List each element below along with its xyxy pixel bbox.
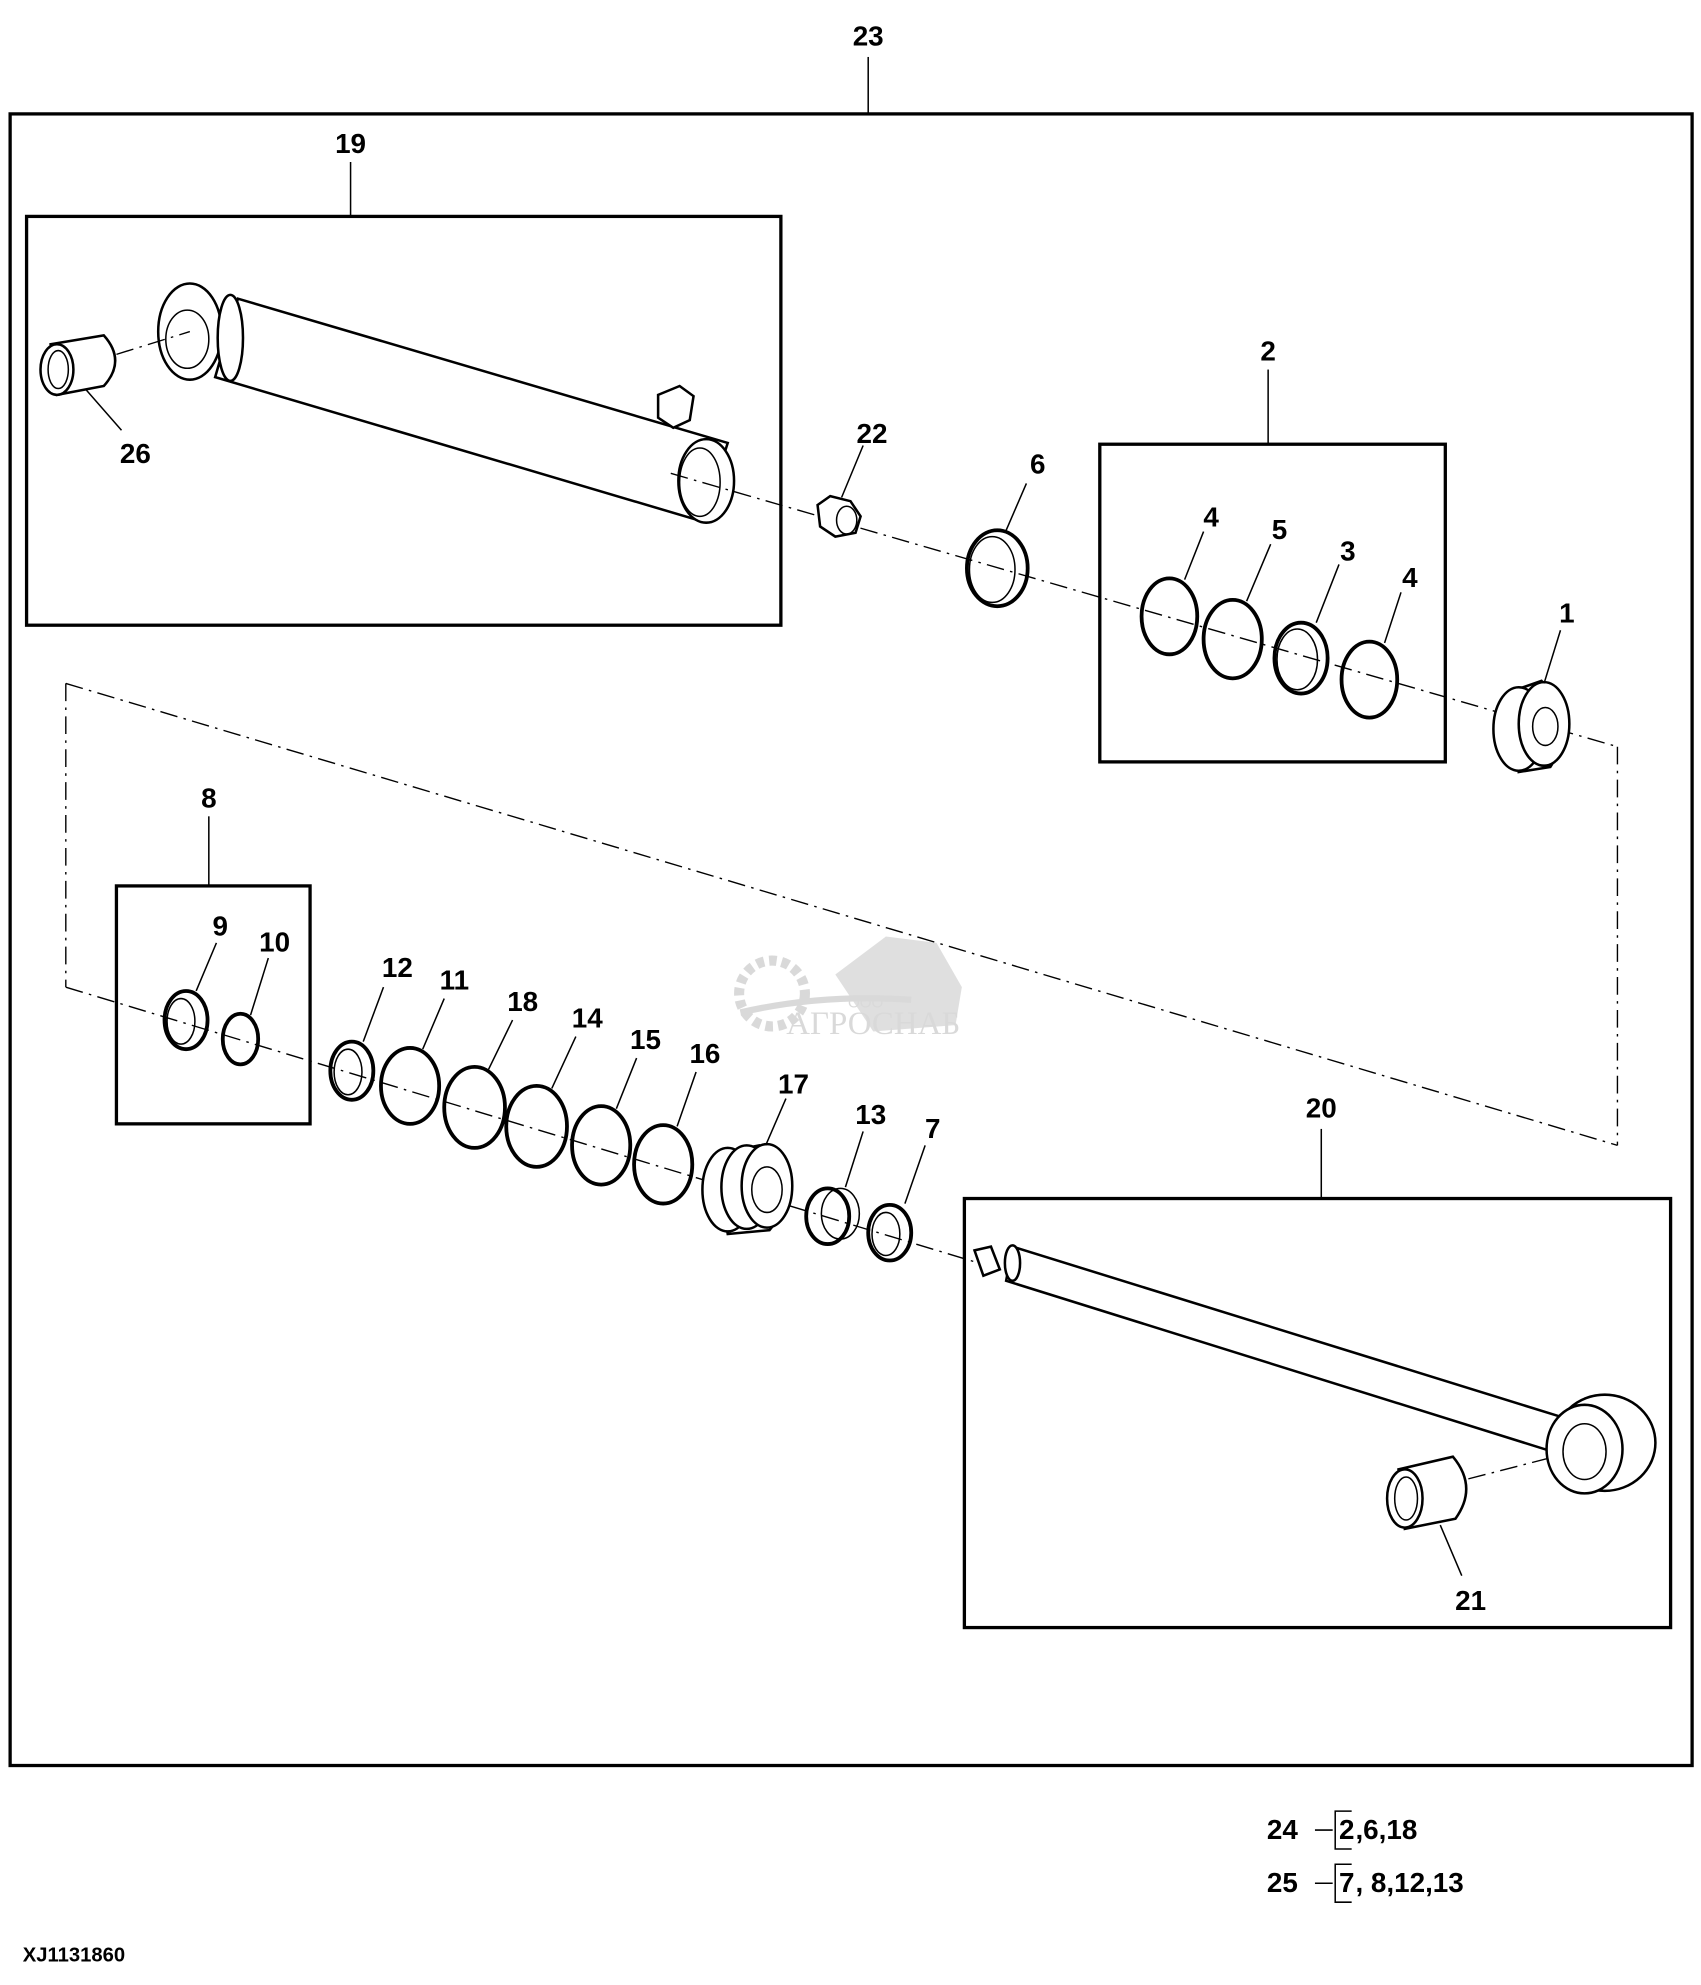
callout-9: 9 [212,910,227,941]
kit-label-25: 25 [1267,1867,1298,1898]
leader-4b [1383,592,1402,644]
group-20-box [962,1196,1673,1630]
callout-2: 2 [1260,336,1275,367]
kit-boxed-24: 2 [1339,1814,1354,1845]
ring-11 [379,1046,442,1126]
assembly-frame [8,112,1694,1768]
callout-11: 11 [440,965,469,996]
callout-19: 19 [335,128,366,159]
ring-15 [570,1104,633,1187]
nut-22 [816,494,862,538]
leader-22 [840,445,864,498]
grease-fitting [656,384,695,430]
gear-icon [734,955,810,1032]
kit-legend-24: 24 2 ,6,18 [1267,1810,1417,1850]
callout-3: 3 [1340,536,1355,567]
leader-4a [1183,531,1205,580]
svg-text:ООО: ООО [848,994,884,1011]
axis-line-eye [116,330,191,356]
group-2-box [1098,442,1447,764]
leader-9 [195,942,218,992]
watermark: ООО АГРОСНАБ [734,936,962,1042]
gland-1 [1492,679,1571,774]
ring-5 [1201,597,1264,681]
callout-23: 23 [853,21,884,52]
leader-21 [1439,1524,1463,1576]
leader-3 [1315,564,1340,623]
ring-6 [965,528,1030,609]
piston-rod [972,1244,1657,1495]
callout-12: 12 [382,952,413,983]
ring-13 [804,1186,852,1246]
kit-bracket-24 [1334,1810,1352,1850]
leader-14 [551,1036,577,1089]
leader-1 [1543,630,1562,684]
kit-boxed-25: 7 [1339,1867,1354,1898]
leader-7 [904,1145,926,1204]
callout-8: 8 [201,782,216,813]
callout-16: 16 [689,1038,720,1069]
ring-14 [504,1083,569,1169]
ring-12 [328,1039,376,1102]
bushing-21 [1385,1455,1468,1531]
kit-legend-25: 25 7 , 8,12,13 [1267,1863,1464,1903]
leader-12 [362,986,385,1042]
callout-14: 14 [572,1003,603,1034]
callout-4b: 4 [1402,562,1418,593]
callout-18: 18 [507,986,538,1017]
callout-6: 6 [1030,448,1045,479]
leader-16 [676,1071,697,1127]
piston-17 [701,1142,794,1236]
ring-16 [632,1123,695,1206]
combine-icon [835,936,962,1032]
axis-line-upper [670,472,1618,748]
figure-id: XJ1131860 [23,1945,125,1967]
ring-10 [220,1011,261,1067]
kit-label-24: 24 [1267,1814,1298,1845]
callout-1: 1 [1559,598,1574,629]
callout-5: 5 [1272,514,1287,545]
leader-5 [1245,543,1272,602]
leader-10 [249,957,270,1016]
bushing-26 [39,334,117,397]
leader-17 [764,1098,787,1146]
callout-15: 15 [630,1024,661,1055]
leader-13 [844,1131,864,1188]
group-19-box [24,214,783,627]
svg-text:АГРОСНАБ: АГРОСНАБ [786,1006,960,1042]
callout-13: 13 [855,1099,886,1130]
leader-15 [615,1057,638,1109]
ring-4b [1339,639,1400,720]
group-8-box [114,884,312,1126]
leader-26 [85,389,123,431]
axis-line-diagonal [65,682,1618,1147]
callout-26: 26 [120,438,151,469]
callout-7: 7 [925,1113,940,1144]
leader-18 [487,1019,514,1070]
callout-20: 20 [1306,1093,1337,1124]
callout-21: 21 [1455,1585,1486,1616]
kit-rest-25: , 8,12,13 [1355,1867,1463,1898]
kit-rest-24: ,6,18 [1355,1814,1417,1845]
callout-17: 17 [778,1068,809,1099]
leader-11 [422,998,445,1050]
ring-7 [866,1202,914,1263]
callout-10: 10 [259,927,290,958]
callout-22: 22 [857,418,888,449]
ring-4a [1139,576,1200,657]
ring-3 [1272,620,1330,696]
leader-6 [1005,483,1028,531]
ring-18 [442,1065,507,1150]
callout-4a: 4 [1203,501,1219,532]
cylinder-barrel [156,282,736,524]
ring-9 [162,989,210,1052]
kit-bracket-25 [1334,1863,1352,1903]
